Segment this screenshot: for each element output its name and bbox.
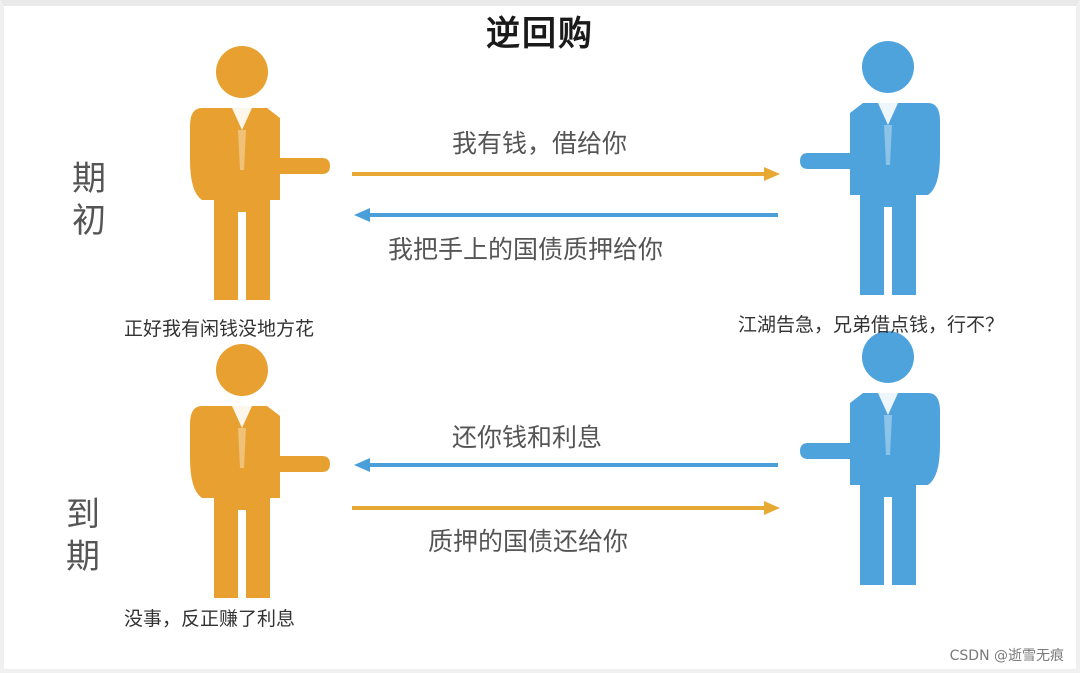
phase-label-start-char-2: 初 xyxy=(72,201,106,241)
arrow-repay-money-label: 还你钱和利息 xyxy=(452,423,603,452)
arrow-return-bonds xyxy=(352,501,780,515)
phase-label-start-char-1: 期 xyxy=(72,159,106,199)
borrower-figure-end xyxy=(800,331,940,585)
lender-figure-start xyxy=(190,46,330,300)
arrow-pledge-bonds-label: 我把手上的国债质押给你 xyxy=(388,235,664,264)
borrower-figure-start xyxy=(800,41,940,295)
lender-figure-end xyxy=(190,344,330,598)
arrow-repay-money xyxy=(354,458,778,472)
watermark: CSDN @逝雪无痕 xyxy=(949,648,1064,664)
borrower-caption-start: 江湖告急，兄弟借点钱，行不？ xyxy=(738,314,1005,336)
arrow-lend-money xyxy=(352,167,780,181)
arrow-lend-money-label: 我有钱，借给你 xyxy=(452,129,628,158)
phase-label-end-char-2: 期 xyxy=(66,537,100,577)
phase-label-end-char-1: 到 xyxy=(66,495,100,535)
lender-caption-start: 正好我有闲钱没地方花 xyxy=(124,318,315,340)
lender-caption-end: 没事，反正赚了利息 xyxy=(124,608,296,630)
phase-label-start: 期 初 xyxy=(64,158,114,242)
arrow-return-bonds-label: 质押的国债还给你 xyxy=(428,527,629,556)
phase-label-end: 到 期 xyxy=(58,494,108,578)
arrow-pledge-bonds xyxy=(354,208,778,222)
diagram-title: 逆回购 xyxy=(486,14,594,54)
